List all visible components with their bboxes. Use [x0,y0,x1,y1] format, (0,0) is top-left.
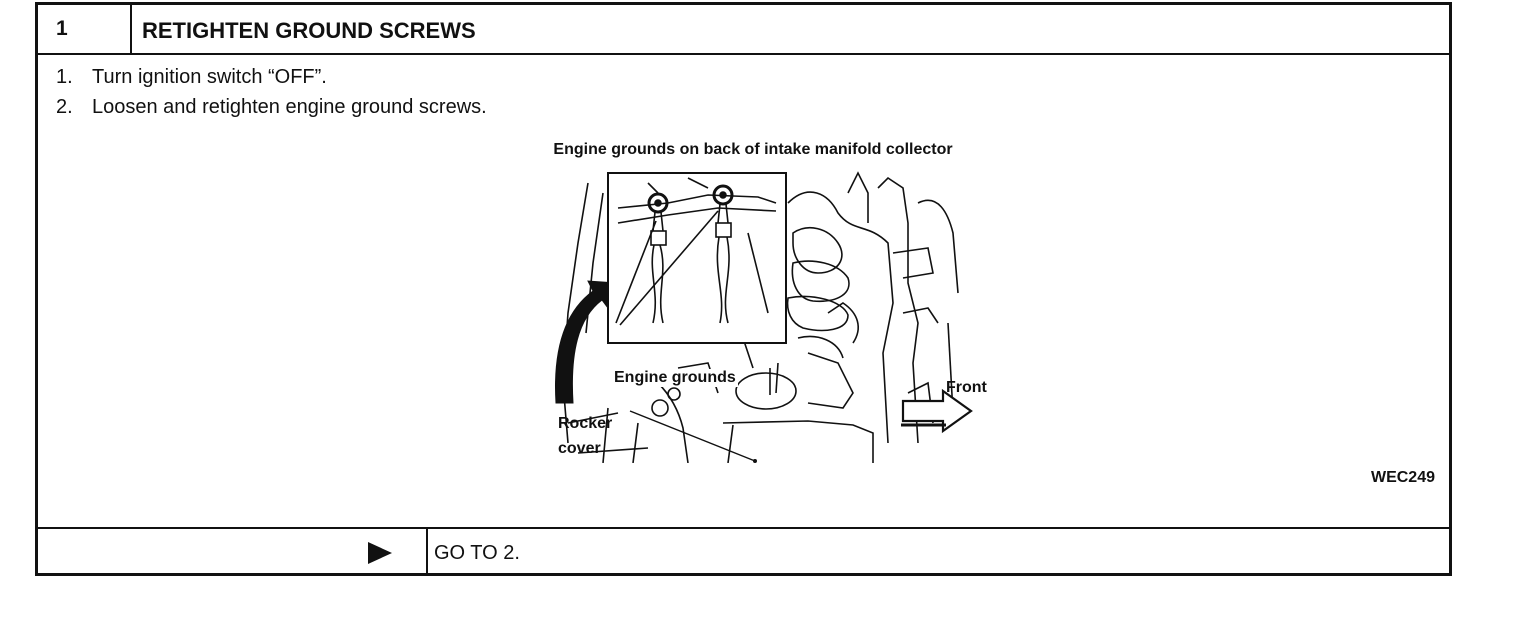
instruction-2: 2. Loosen and retighten engine ground scr… [56,95,487,119]
instruction-number: 2. [56,96,73,118]
front-arrow-icon [901,388,973,434]
figure-id: WEC249 [1370,469,1435,486]
curved-arrow-icon [555,280,617,404]
step-title: RETIGHTEN GROUND SCREWS [142,18,476,43]
front-label: Front [946,379,987,396]
engine-ground-figure: Engine grounds on back of intake manifol… [508,141,998,471]
engine-illustration [555,171,973,463]
step-header: 1 RETIGHTEN GROUND SCREWS [38,5,1449,55]
goto-action: GO TO 2. [434,542,520,564]
rocker-cover-label-line1: Rocker [558,415,613,432]
instruction-text: Turn ignition switch “OFF”. [92,66,327,88]
engine-grounds-label: Engine grounds [612,369,738,387]
instruction-number: 1. [56,66,73,88]
step-footer: GO TO 2. [38,527,1449,575]
step-body: 1. Turn ignition switch “OFF”. 2. Loosen a… [38,55,1449,525]
rocker-cover-label-line2: cover [558,440,601,457]
instruction-1: 1. Turn ignition switch “OFF”. [56,65,327,89]
play-arrow-icon [368,542,392,564]
step-number: 1 [38,5,132,53]
figure-caption: Engine grounds on back of intake manifol… [553,141,953,158]
instruction-text: Loosen and retighten engine ground screw… [92,96,487,118]
footer-arrow-cell [38,529,428,575]
procedure-table: 1 RETIGHTEN GROUND SCREWS 1. Turn ignitio… [35,2,1452,576]
